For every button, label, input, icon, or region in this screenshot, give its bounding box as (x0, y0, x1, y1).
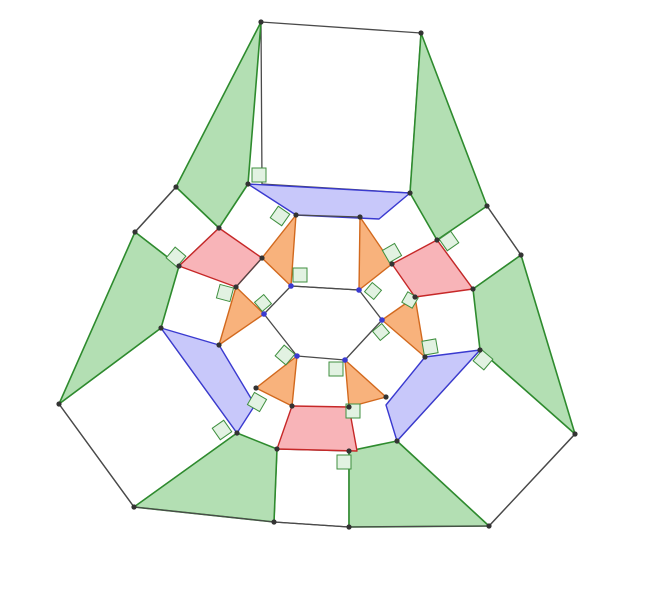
blue-face-top (247, 183, 411, 220)
right-angle-marker (363, 281, 383, 301)
orange-triangle-4 (381, 296, 426, 358)
right-angle-markers (165, 167, 494, 470)
orange-triangle-6 (344, 359, 387, 408)
red-faces (178, 227, 474, 452)
green-face-top-left (175, 21, 262, 229)
blue-points (261, 283, 385, 363)
right-angle-marker (381, 242, 403, 264)
right-angle-marker (251, 167, 267, 183)
right-angle-marker (438, 230, 460, 252)
dark-points (56, 19, 578, 530)
right-angle-marker (472, 349, 494, 371)
orange-triangle-2 (358, 216, 393, 291)
orange-triangle-1 (261, 214, 297, 287)
right-angle-marker (215, 283, 235, 303)
blue-face-right (385, 349, 481, 442)
green-face-top-right (409, 32, 488, 241)
right-angle-marker (269, 205, 291, 227)
orange-faces (218, 214, 426, 408)
right-angle-marker (371, 322, 391, 342)
right-angle-marker (165, 246, 187, 268)
orange-triangle-5 (255, 355, 298, 407)
right-angle-marker (336, 454, 352, 470)
green-faces (58, 21, 576, 528)
right-angle-marker (253, 293, 273, 313)
right-angle-marker (328, 361, 344, 377)
right-angle-marker (292, 267, 308, 283)
red-face-bottom (276, 405, 358, 452)
right-angle-marker (211, 419, 233, 441)
right-angle-marker (274, 344, 296, 366)
blue-faces (160, 183, 481, 442)
right-angle-marker (421, 338, 439, 356)
edges (58, 186, 576, 528)
top-square (260, 21, 422, 194)
orange-triangle-3 (218, 286, 265, 346)
right-angle-marker (246, 391, 268, 413)
